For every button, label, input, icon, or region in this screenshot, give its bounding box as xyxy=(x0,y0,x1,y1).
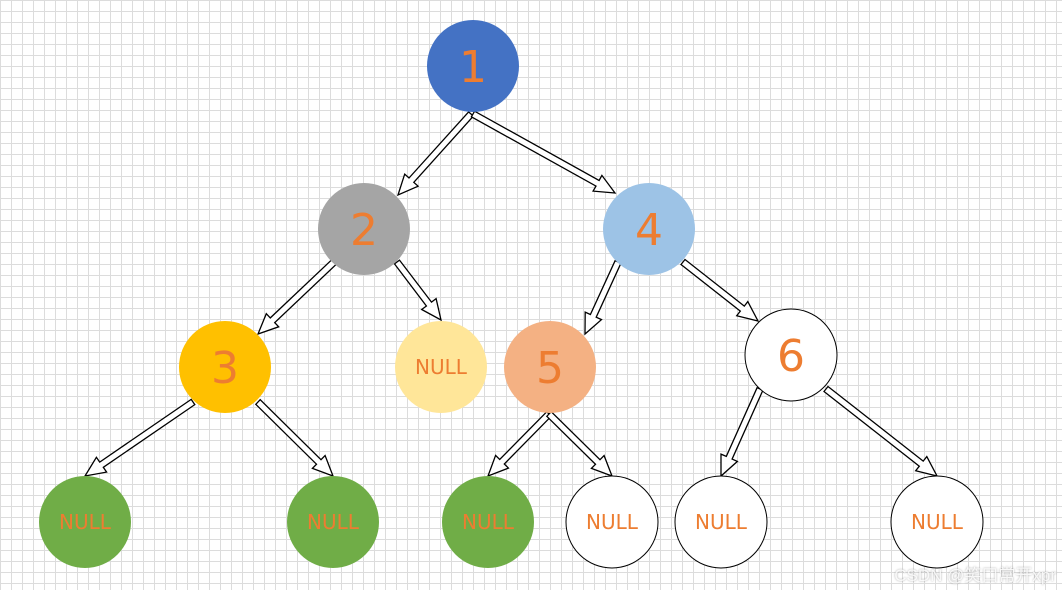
node-label: 1 xyxy=(459,42,487,93)
tree-node-n2: 2 xyxy=(318,183,410,275)
node-circle xyxy=(318,183,410,275)
edge-arrow-n5-to-n5-right-null xyxy=(545,410,614,478)
node-label: NULL xyxy=(911,510,964,534)
tree-node-n6-left-null: NULL xyxy=(674,475,768,569)
edge-arrow-n3-to-n3-left-null xyxy=(83,398,196,477)
edge-arrow-n2-to-n2-null xyxy=(393,259,442,322)
tree-node-n5-right-null: NULL xyxy=(565,475,659,569)
tree-node-n1: 1 xyxy=(427,20,519,112)
node-label: 3 xyxy=(211,343,239,394)
node-label: NULL xyxy=(586,510,639,534)
node-label: NULL xyxy=(59,510,112,534)
node-circle xyxy=(179,321,271,413)
edge-arrow-n1-to-n4 xyxy=(470,110,617,194)
node-circle xyxy=(890,475,984,569)
node-label: 4 xyxy=(635,205,663,256)
node-label: 6 xyxy=(777,331,805,382)
node-circle xyxy=(287,476,379,568)
tree-node-n3-left-null: NULL xyxy=(39,476,131,568)
node-circle xyxy=(504,321,596,413)
edge-arrow-n3-to-n3-right-null xyxy=(254,398,335,478)
edge-arrow-n5-to-n5-left-null xyxy=(486,410,553,478)
edge-arrow-n6-to-n6-right-null xyxy=(823,385,939,477)
tree-node-n3: 3 xyxy=(179,321,271,413)
tree-node-n2-null: NULL xyxy=(395,321,487,413)
tree-node-n6-right-null: NULL xyxy=(890,475,984,569)
node-label: NULL xyxy=(415,355,468,379)
node-circle xyxy=(565,475,659,569)
node-circle xyxy=(603,183,695,275)
edge-arrow-n4-to-n5 xyxy=(584,259,622,336)
node-circle xyxy=(744,308,838,402)
tree-node-n3-right-null: NULL xyxy=(287,476,379,568)
edge-arrow-n1-to-n2 xyxy=(396,110,475,197)
node-circle xyxy=(395,321,487,413)
edge-arrow-n2-to-n3 xyxy=(256,258,338,336)
node-circle xyxy=(674,475,768,569)
edges-layer xyxy=(83,110,939,478)
node-label: NULL xyxy=(695,510,748,534)
edge-arrow-n6-to-n6-left-null xyxy=(720,386,764,478)
tree-node-n6: 6 xyxy=(744,308,838,402)
node-label: 5 xyxy=(536,343,564,394)
node-label: NULL xyxy=(307,510,360,534)
tree-node-n5-left-null: NULL xyxy=(442,476,534,568)
node-label: 2 xyxy=(350,205,378,256)
edge-arrow-n4-to-n6 xyxy=(680,258,760,322)
tree-node-n5: 5 xyxy=(504,321,596,413)
watermark: CSDN @笑口常开xpr xyxy=(894,566,1056,585)
node-circle xyxy=(442,476,534,568)
tree-node-n4: 4 xyxy=(603,183,695,275)
node-label: NULL xyxy=(462,510,515,534)
node-circle xyxy=(39,476,131,568)
node-circle xyxy=(427,20,519,112)
